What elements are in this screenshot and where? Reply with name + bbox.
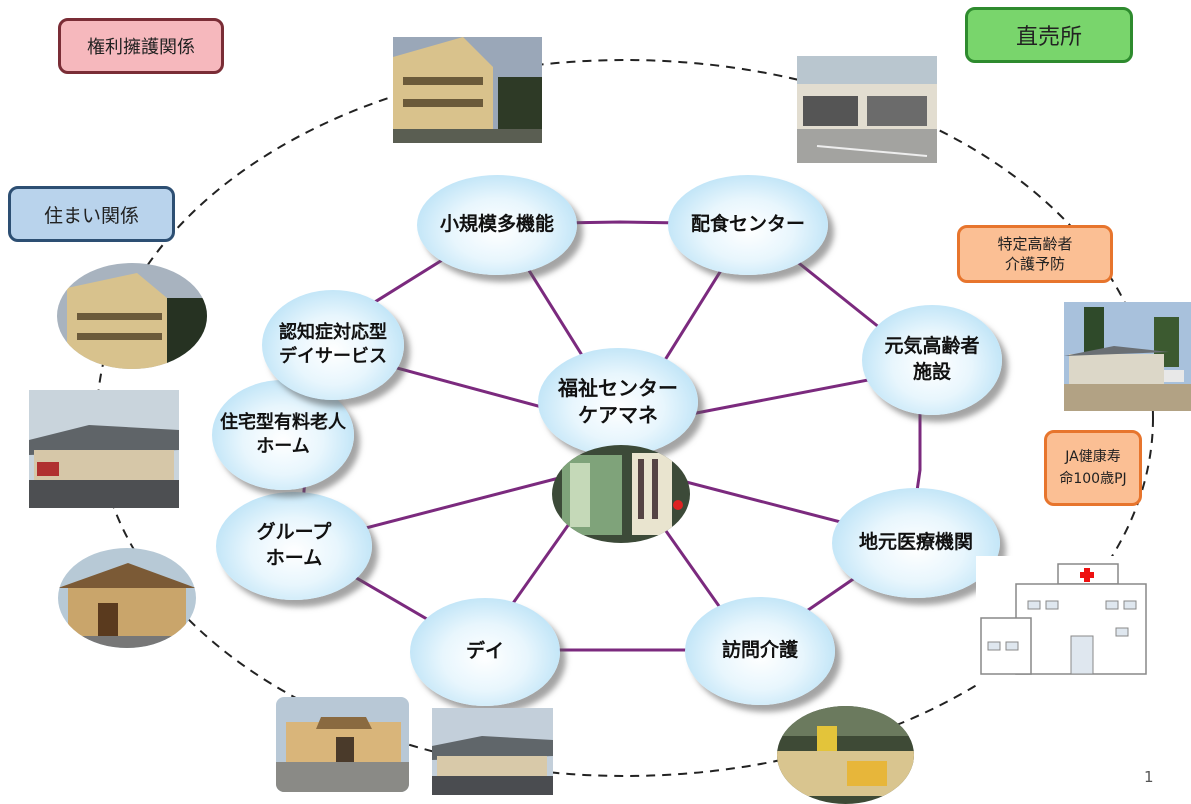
healthy-elderly-facility-photo (1064, 302, 1191, 411)
direct-sales-photo (797, 56, 937, 163)
node-welfare-center: 福祉センター ケアマネ (538, 348, 698, 456)
welfare-center-entrance-photo (552, 445, 690, 543)
housing-photo-oval (57, 263, 207, 369)
building-photo-top (393, 37, 542, 143)
page-number: 1 (1144, 768, 1154, 786)
node-dementia-day: 認知症対応型 デイサービス (262, 290, 404, 400)
direct-sales-text: 直売所 (1015, 25, 1082, 50)
hospital-illustration (976, 556, 1156, 694)
rights-advocacy-text: 権利擁護関係 (87, 37, 195, 58)
day-facility-photo-1 (276, 697, 409, 792)
node-small-multi: 小規模多機能 (417, 175, 577, 275)
direct-sales-label: 直売所 (965, 7, 1133, 63)
ja-health-text: JA健康寿 命100歳PJ (1059, 448, 1127, 487)
node-day: デイ (410, 598, 560, 706)
elderly-prevention-label: 特定高齢者 介護予防 (957, 225, 1113, 283)
node-meal-center: 配食センター (668, 175, 828, 275)
group-home-photo (58, 548, 196, 648)
paid-home-photo (29, 390, 179, 508)
node-paid-home: 住宅型有料老人 ホーム (212, 380, 354, 490)
day-facility-photo-2 (432, 708, 553, 795)
node-group-home: グループ ホーム (216, 492, 372, 600)
node-local-medical: 地元医療機関 (832, 488, 1000, 598)
node-home-care: 訪問介護 (685, 597, 835, 705)
housing-text: 住まい関係 (43, 204, 139, 227)
node-healthy-elderly: 元気高齢者 施設 (862, 305, 1002, 415)
outer-dashed-ring (96, 59, 1154, 777)
elderly-prevention-text: 特定高齢者 介護予防 (997, 234, 1073, 273)
housing-label: 住まい関係 (8, 186, 175, 242)
ja-health-label: JA健康寿 命100歳PJ (1044, 430, 1142, 506)
rights-advocacy-label: 権利擁護関係 (58, 18, 224, 74)
home-care-office-photo (777, 706, 914, 804)
